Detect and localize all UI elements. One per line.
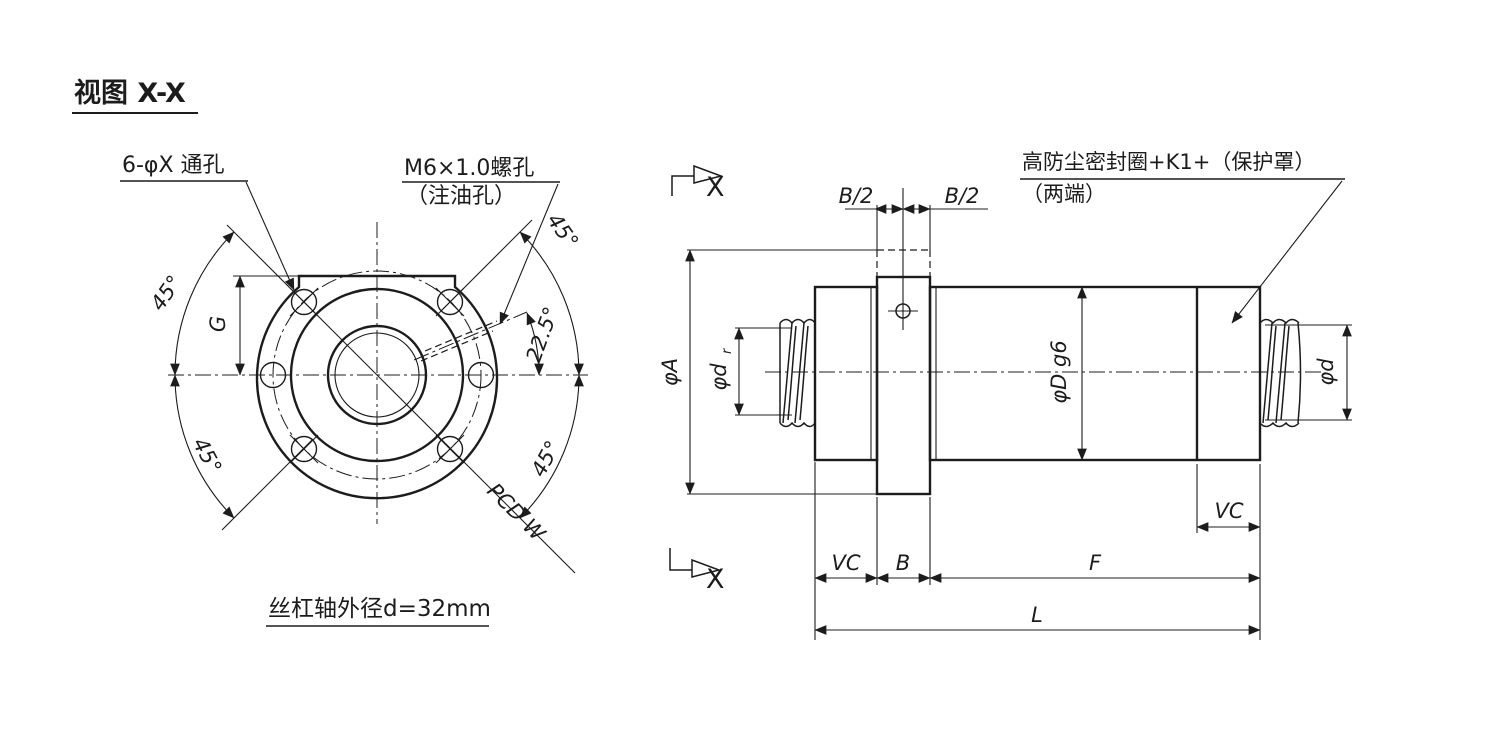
side-view: B/2 B/2 φA φd r φD g6 φd (658, 150, 1352, 640)
through-holes-callout: 6-φX 通孔 (120, 153, 295, 291)
shaft-diameter-note: 丝杠轴外径d=32mm (266, 596, 491, 627)
phi-d-label: φd (1314, 358, 1338, 386)
oil-hole-callout: M6×1.0螺孔 （注油孔） (402, 156, 560, 325)
oil-hole-label-line2: （注油孔） (406, 184, 516, 209)
drawing-title: 视图 X-X (72, 78, 198, 114)
section-label-top: X (706, 172, 725, 203)
angle-label-lower-right: 45° (526, 437, 565, 481)
g-dimension-label: G (206, 316, 230, 332)
seal-label-line2: （两端） (1022, 182, 1106, 206)
bolt-hole-lower-left (290, 435, 318, 463)
bottom-dimensions: VC B F L (814, 462, 1261, 640)
bolt-holes (259, 287, 495, 464)
flange-outline (255, 274, 499, 500)
b-half-right-label: B/2 (945, 184, 980, 208)
angle-label-upper-left: 45° (146, 271, 187, 315)
bore-outer-circle (326, 324, 428, 426)
bolt-hole-left (259, 361, 287, 389)
vc-bottom-label: VC (831, 551, 860, 575)
section-label-bottom: X (706, 564, 725, 595)
phi-d-g6-label: φD g6 (1047, 340, 1071, 403)
bolt-hole-upper-left (290, 288, 318, 316)
arc-45-lower-right (519, 374, 584, 519)
seal-label-line1: 高防尘密封圈+K1+（保护罩） (1022, 150, 1315, 174)
phi-d-g6-dimension: φD g6 (1047, 286, 1087, 461)
angle-label-lower-left: 45° (188, 434, 227, 478)
main-body-section (928, 285, 1262, 462)
nut-body-outline (813, 188, 1262, 496)
vc-right-dimension: VC (1196, 464, 1261, 640)
bolt-hole-lower-right (436, 435, 464, 463)
screw-thread-left (779, 318, 816, 428)
g-dimension: G (206, 275, 299, 376)
pcd-circle (272, 270, 482, 480)
l-label: L (1031, 603, 1043, 627)
nut-body-circle (289, 287, 465, 463)
screw-thread-right (1259, 318, 1302, 428)
bore-inner-circle (334, 332, 420, 418)
hole-cross-marks (289, 287, 465, 464)
b-half-left-label: B/2 (839, 184, 874, 208)
arc-45-upper-left (170, 231, 235, 376)
angle-label-upper-right: 45° (542, 209, 583, 253)
b-half-dimensions: B/2 B/2 (839, 184, 988, 250)
arc-45-lower-left (170, 374, 235, 519)
page-title: 视图 X-X (74, 78, 186, 109)
oil-hole-label-line1: M6×1.0螺孔 (404, 156, 534, 181)
oil-hole-hidden-lines (413, 311, 528, 362)
bolt-hole-right (467, 361, 495, 389)
shaft-diameter-note-text: 丝杠轴外径d=32mm (268, 596, 491, 622)
front-view: 45° 45° 45° 45° 22.5° G 6-φX 通孔 M6×1.0螺孔… (120, 153, 588, 627)
radial-line-lower-left (221, 438, 314, 531)
phi-dr-label: φd (707, 363, 731, 391)
phi-a-dimension: φA (658, 249, 877, 495)
left-cylinder-section (813, 285, 879, 462)
section-arrow-top: X (671, 164, 725, 203)
bolt-hole-upper-right (436, 288, 464, 316)
phi-dr-dimension: φd r (707, 327, 792, 416)
b-label: B (896, 551, 910, 575)
section-arrow-bottom: X (669, 548, 725, 595)
angle-label-22-5: 22.5° (521, 304, 563, 366)
pcd-label: PCD W (482, 479, 550, 547)
phi-a-label: φA (658, 358, 682, 386)
phi-dr-subscript: r (720, 347, 735, 354)
vc-right-label: VC (1214, 499, 1243, 523)
f-label: F (1089, 551, 1102, 575)
phi-d-dimension: φd (1265, 324, 1352, 421)
seal-callout: 高防尘密封圈+K1+（保护罩） （两端） (1020, 150, 1345, 324)
arc-22-5 (526, 312, 544, 376)
through-holes-label: 6-φX 通孔 (122, 153, 225, 178)
